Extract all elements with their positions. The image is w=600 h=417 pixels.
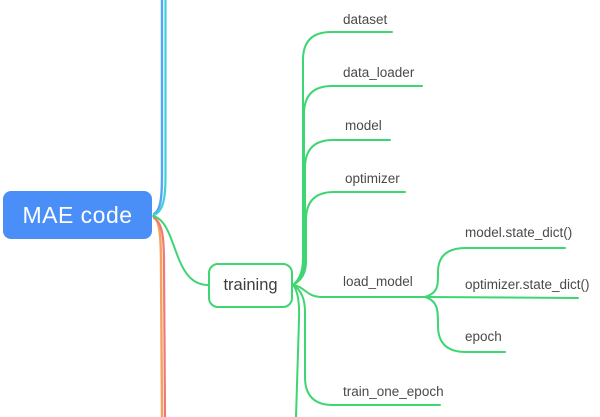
root-node-label: MAE code	[22, 201, 133, 228]
edge-root-training	[152, 215, 209, 286]
topic-label-optimizer-state-dict[interactable]: optimizer.state_dict()	[465, 277, 590, 292]
edge-root-up-teal	[152, 0, 167, 217]
edge-load-model-epoch	[424, 296, 506, 353]
topic-label-model[interactable]: model	[345, 118, 382, 133]
topic-label-epoch[interactable]: epoch	[465, 329, 502, 344]
edge-training-below-cutoff	[292, 284, 301, 417]
topic-label-data-loader[interactable]: data_loader	[343, 65, 415, 80]
topic-label-model-state-dict[interactable]: model.state_dict()	[465, 225, 573, 240]
edge-training-train-one-epoch	[292, 284, 441, 406]
edge-root-up-blue	[152, 0, 164, 216]
topic-label-load-model[interactable]: load_model	[343, 274, 413, 289]
edge-training-load-model	[292, 284, 426, 298]
edge-root-down-orange	[152, 215, 164, 417]
training-node-label: training	[223, 276, 278, 294]
edge-load-model-optimizer-state	[424, 296, 579, 299]
topic-label-dataset[interactable]: dataset	[343, 12, 388, 27]
topic-node-training[interactable]: training	[208, 263, 293, 308]
topic-label-optimizer[interactable]: optimizer	[345, 171, 400, 186]
root-node-mae-code[interactable]: MAE code	[3, 191, 152, 239]
topic-label-train-one-epoch[interactable]: train_one_epoch	[343, 384, 444, 399]
edge-training-optimizer	[292, 191, 406, 286]
edge-root-down-salmon	[152, 216, 167, 417]
edge-load-model-state-dict	[424, 247, 566, 298]
